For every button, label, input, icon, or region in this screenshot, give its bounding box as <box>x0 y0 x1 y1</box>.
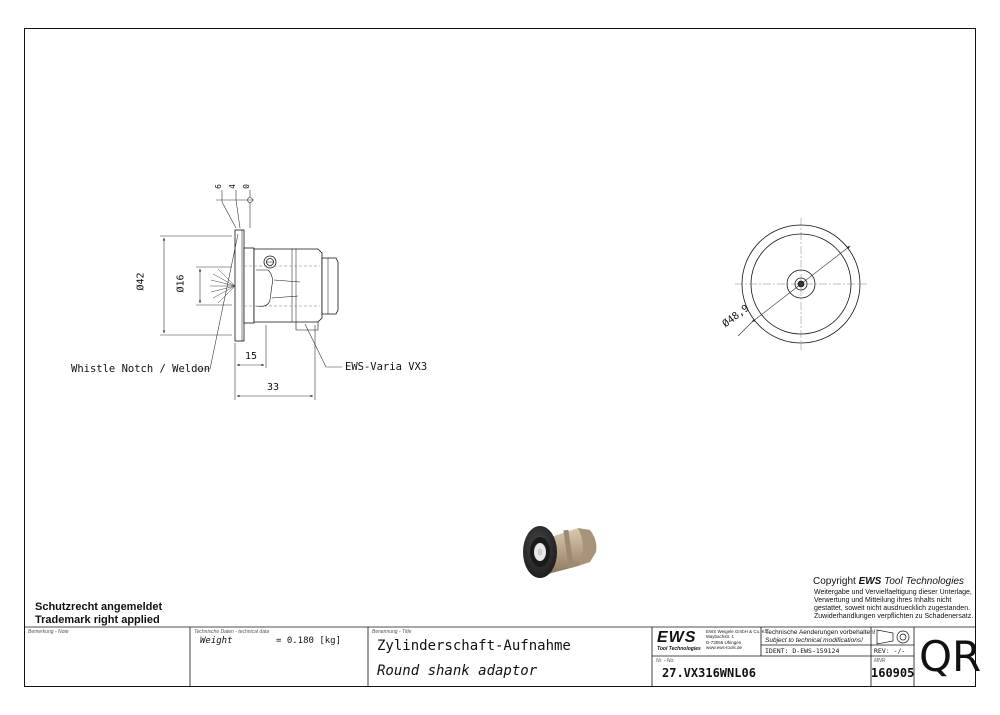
nr-label: Nr. - No. <box>656 658 675 664</box>
weight-value: = 0.180 [kg] <box>276 636 342 646</box>
hidden-lines <box>244 265 320 307</box>
title-label: Benennung - Title <box>372 629 412 635</box>
dim-33 <box>236 325 316 400</box>
dim-label-d16: Ø16 <box>175 274 187 293</box>
notice-line-1: Schutzrecht angemeldet <box>35 601 163 613</box>
dim-15 <box>234 325 267 400</box>
dim-d16 <box>196 266 232 306</box>
part-number: 27.VX316WNL06 <box>662 666 756 680</box>
copyright-title: Copyright EWS Tool Technologies <box>813 576 965 587</box>
sheet-border <box>24 28 976 687</box>
ews-logo: EWS <box>657 629 697 646</box>
dim-label-d42: Ø42 <box>135 272 147 291</box>
company-address: EWS Weigele GmbH & Co. KG Maybachstr. 1 … <box>706 629 769 651</box>
copyright-line-4: Zuwiderhandlungen verpflichten zu Schade… <box>814 613 974 620</box>
dim-d48-9 <box>737 245 851 337</box>
notice-line-2: Trademark right applied <box>35 614 160 626</box>
mnr-number: 160905 <box>871 666 915 680</box>
dim-label-4: 4 <box>227 184 237 189</box>
qr-mark: QR <box>919 632 982 681</box>
dim-label-6: 6 <box>213 184 223 189</box>
side-view <box>234 229 339 342</box>
callout-whistle-notch: Whistle Notch / Weldon <box>71 363 211 375</box>
note-label: Bemerkung - Note <box>28 629 69 635</box>
part-rendering <box>523 526 597 578</box>
projection-symbol-icon <box>876 629 910 645</box>
dim-label-33: 33 <box>267 382 280 393</box>
copyright-line-2: Verwertung und Mitteilung ihres Inhalts … <box>814 597 952 604</box>
weight-label: Weight <box>200 636 233 646</box>
coolant-spray <box>210 268 236 304</box>
change-note-de: Technische Aenderungen vorbehalten! <box>765 629 876 636</box>
title-block-frame <box>24 626 976 687</box>
dim-label-15: 15 <box>245 351 258 362</box>
callout-varia: EWS-Varia VX3 <box>345 361 428 373</box>
leader-whistle-notch <box>196 233 239 370</box>
flange-outline <box>234 229 245 342</box>
ews-logo-subtitle: Tool Technologies <box>657 646 701 652</box>
title-english: Round shank adaptor <box>377 663 538 679</box>
copyright-line-1: Weitergabe und Vervielfaeltigung dieser … <box>814 589 972 596</box>
rev-field: REV: -/- <box>874 647 906 655</box>
tech-data-label: Technische Daten - technical data <box>194 629 270 635</box>
copyright-line-3: gestattet, soweit nicht ausdruecklich zu… <box>814 605 971 612</box>
title-german: Zylinderschaft-Aufnahme <box>377 638 571 654</box>
ident-field: IDENT: D-EWS-159124 <box>765 647 840 655</box>
dim-label-0: 0 <box>241 184 251 189</box>
mnr-label: MNR <box>874 658 886 664</box>
dim-flange <box>216 190 254 229</box>
leader-varia <box>304 323 342 368</box>
change-note-en: Subject to technical modifications! <box>765 637 863 644</box>
dim-d42 <box>160 235 232 336</box>
